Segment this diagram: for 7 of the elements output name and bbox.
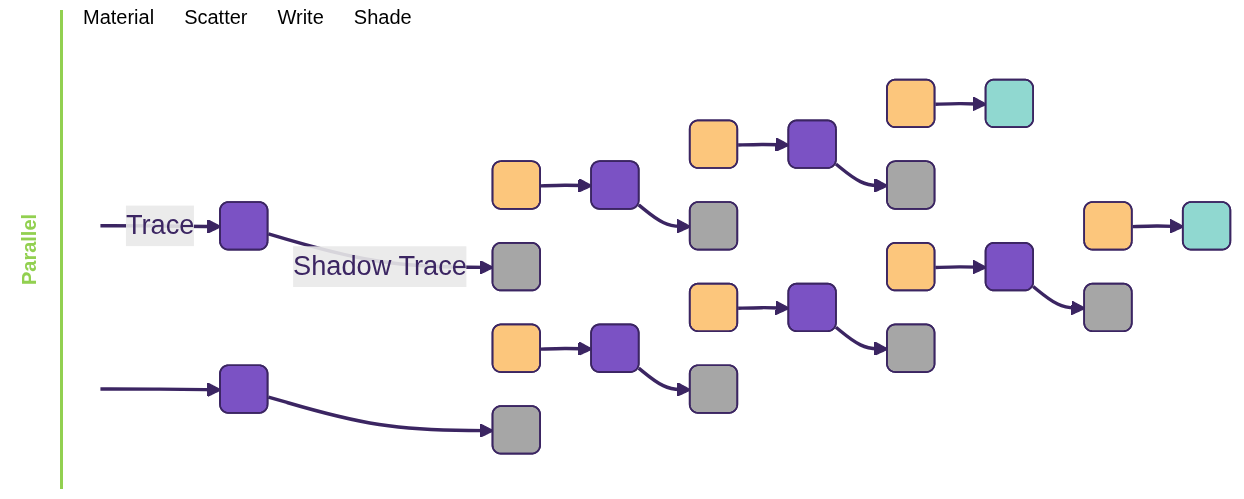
edge-label: Shadow Trace xyxy=(293,251,467,281)
annotation-label: Shade xyxy=(353,6,412,29)
edge-label: Trace xyxy=(125,210,195,240)
annotation-label: Write xyxy=(277,6,324,29)
annotation-label: Material xyxy=(83,6,155,29)
annotation-label: Scatter xyxy=(184,6,248,29)
annotation-label: Parallel xyxy=(18,213,42,286)
